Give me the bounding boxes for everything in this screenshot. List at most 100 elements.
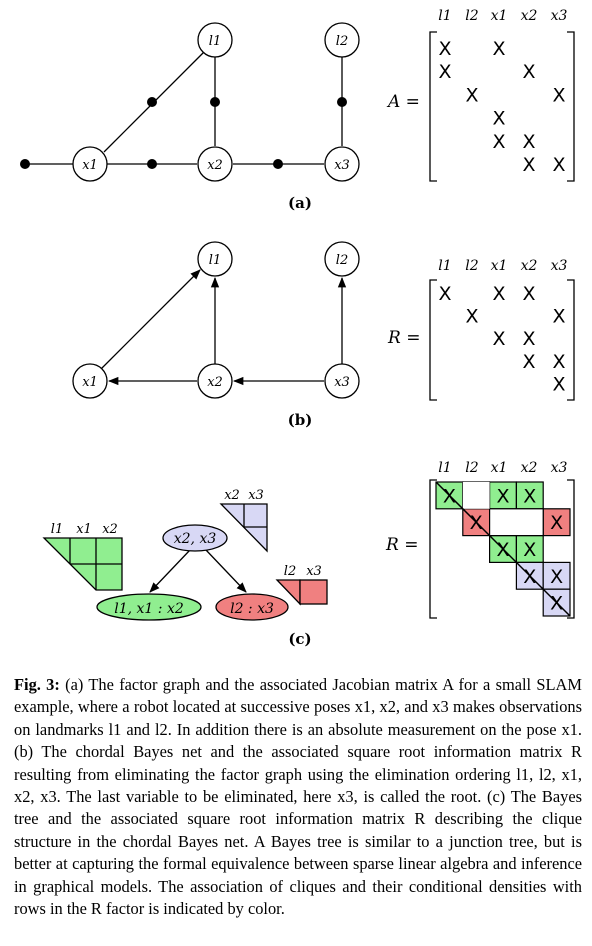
svg-text:x3: x3 xyxy=(248,488,264,503)
matrix-col-header: x3 xyxy=(551,258,568,274)
r-block-cell xyxy=(489,481,518,510)
clique-l2-given-x3: l2 : x3 xyxy=(215,593,289,621)
matrix-entry: X xyxy=(552,306,565,328)
svg-text:l2: l2 xyxy=(336,34,348,49)
factor-dot xyxy=(210,97,220,107)
matrix-entry: X xyxy=(492,328,505,350)
matrix-entry: X xyxy=(492,38,505,60)
matrix-entry: X xyxy=(552,373,565,395)
factor-dot xyxy=(147,97,157,107)
matrix-entry: X xyxy=(438,61,451,83)
bayes-tree: x2 x3 l1 x1 x2 l2 x3 x2, x3 xyxy=(42,488,328,621)
svg-text:l1: l1 xyxy=(51,522,63,537)
svg-text:x3: x3 xyxy=(334,158,350,173)
svg-text:l2 : x3: l2 : x3 xyxy=(230,601,274,617)
matrix-col-header: l2 xyxy=(465,8,478,24)
matrix-entry: X xyxy=(522,131,535,153)
factor-dot xyxy=(337,97,347,107)
svg-text:x3: x3 xyxy=(334,375,350,390)
svg-text:x1: x1 xyxy=(76,522,92,537)
matrix-col-header: l2 xyxy=(465,460,478,476)
matrix-col-header: x2 xyxy=(521,258,538,274)
svg-text:R =: R = xyxy=(385,535,418,555)
svg-text:A =: A = xyxy=(386,92,420,112)
matrix-entry: X xyxy=(522,328,535,350)
matrix-col-header: l1 xyxy=(438,8,451,24)
node-l2: l2 xyxy=(324,241,360,277)
matrix-entry: X xyxy=(465,306,478,328)
clique-l1-x1-given-x2: l1, x1 : x2 xyxy=(96,593,202,621)
matrix-entry: X xyxy=(552,154,565,176)
svg-text:x2: x2 xyxy=(207,158,223,173)
factor-dot xyxy=(273,159,283,169)
matrix-entry: X xyxy=(522,351,535,373)
matrix-entry: X xyxy=(523,485,536,507)
matrix-col-header: l2 xyxy=(465,258,478,274)
matrix-r-c-col-headers: l1 l2 x1 x2 x3 xyxy=(438,460,567,476)
matrix-a-col-headers: l1 l2 x1 x2 x3 xyxy=(438,8,567,24)
clique-root: x2, x3 xyxy=(162,524,228,552)
factor-dot xyxy=(20,159,30,169)
factor-dot xyxy=(147,159,157,169)
svg-text:x2: x2 xyxy=(207,375,223,390)
matrix-entry: X xyxy=(550,512,563,534)
matrix-entry: X xyxy=(522,61,535,83)
svg-text:l1: l1 xyxy=(209,253,221,268)
svg-text:l1, x1 : x2: l1, x1 : x2 xyxy=(114,601,184,617)
matrix-entry: X xyxy=(523,539,536,561)
node-x1: x1 xyxy=(72,146,108,182)
node-l1: l1 xyxy=(197,241,233,277)
matrix-col-header: x3 xyxy=(551,8,568,24)
matrix-col-header: l1 xyxy=(438,258,451,274)
svg-text:R =: R = xyxy=(387,328,420,348)
panel-label-a: (a) xyxy=(288,194,312,212)
r-block-cell xyxy=(542,508,571,537)
r-block-gap xyxy=(489,508,544,537)
matrix-r-b-col-headers: l1 l2 x1 x2 x3 xyxy=(438,258,567,274)
svg-text:x2: x2 xyxy=(102,522,118,537)
clique-block-1: l1 x1 x2 xyxy=(42,522,123,591)
caption-lead: Fig. 3: xyxy=(14,675,60,694)
node-l1: l1 xyxy=(197,22,233,58)
matrix-entry: X xyxy=(438,283,451,305)
bayes-net: l1 l2 x1 x2 x3 xyxy=(72,241,360,399)
svg-text:l2: l2 xyxy=(284,564,296,579)
svg-text:x1: x1 xyxy=(82,375,98,390)
matrix-col-header: x1 xyxy=(491,258,508,274)
caption-body: (a) The factor graph and the associated … xyxy=(14,675,582,919)
clique-block-2: l2 x3 xyxy=(275,564,328,606)
matrix-entry: X xyxy=(552,351,565,373)
matrix-entry: X xyxy=(550,566,563,588)
svg-text:x2, x3: x2, x3 xyxy=(174,531,217,547)
r-block-gap xyxy=(462,482,490,509)
svg-text:x1: x1 xyxy=(82,158,98,173)
svg-text:l1: l1 xyxy=(209,34,221,49)
node-l2: l2 xyxy=(324,22,360,58)
matrix-col-header: x1 xyxy=(491,460,508,476)
matrix-entry: X xyxy=(552,84,565,106)
matrix-entry: X xyxy=(496,485,509,507)
panel-label-c: (c) xyxy=(288,630,311,648)
matrix-entry: X xyxy=(492,108,505,130)
matrix-col-header: x2 xyxy=(521,460,538,476)
matrix-col-header: l1 xyxy=(438,460,451,476)
matrix-col-header: x3 xyxy=(551,460,568,476)
node-x3: x3 xyxy=(324,363,360,399)
matrix-entry: X xyxy=(438,38,451,60)
matrix-col-header: x1 xyxy=(491,8,508,24)
matrix-col-header: x2 xyxy=(521,8,538,24)
matrix-entry: X xyxy=(492,283,505,305)
node-x2: x2 xyxy=(197,363,233,399)
matrix-entry: X xyxy=(522,283,535,305)
matrix-entry: X xyxy=(465,84,478,106)
node-x3: x3 xyxy=(324,146,360,182)
node-x1: x1 xyxy=(72,363,108,399)
matrix-entry: X xyxy=(492,131,505,153)
